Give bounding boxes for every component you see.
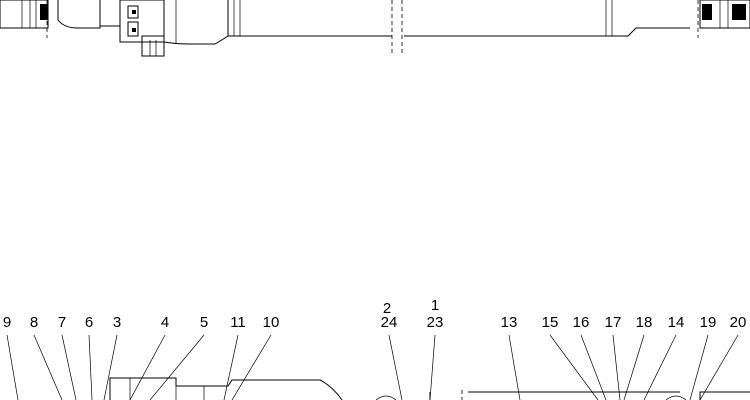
cylinder-barrel (228, 0, 613, 56)
callout-14: 14 (668, 314, 685, 331)
callout-19: 19 (700, 314, 717, 331)
callout-24: 24 (381, 314, 398, 331)
callout-20: 20 (730, 314, 747, 331)
callout-8: 8 (30, 314, 38, 331)
leader-19 (689, 334, 709, 400)
leader-16 (580, 334, 607, 400)
leader-18 (623, 334, 645, 400)
leader-3 (103, 334, 118, 400)
callout-3: 3 (113, 314, 121, 331)
callout-7: 7 (58, 314, 66, 331)
leader-14 (643, 334, 677, 400)
rod-eye (57, 0, 101, 29)
leader-13 (508, 334, 521, 400)
leader-11 (223, 334, 239, 400)
callout-13: 13 (501, 314, 518, 331)
callout-16: 16 (573, 314, 590, 331)
callout-5: 5 (200, 314, 208, 331)
cylinder-assembly-top (0, 0, 750, 57)
callout-17: 17 (605, 314, 622, 331)
leader-10 (231, 334, 272, 400)
callout-10: 10 (263, 314, 280, 331)
leader-8 (33, 334, 63, 400)
callout-1: 1 (431, 297, 439, 314)
cylinder-flange (119, 0, 165, 57)
leader-4 (129, 334, 166, 400)
bottom-body-outline (109, 377, 343, 400)
leader-24 (388, 334, 403, 400)
cylinder-head-left (0, 0, 49, 38)
callout-23: 23 (427, 314, 444, 331)
leader-23 (429, 334, 436, 400)
callout-11: 11 (230, 314, 246, 331)
callout-15: 15 (542, 314, 559, 331)
cylinder-transition (163, 0, 229, 45)
callout-2: 2 (383, 300, 391, 317)
leader-7 (61, 334, 77, 400)
callout-9: 9 (3, 314, 11, 331)
leader-5 (149, 334, 205, 400)
leader-17 (612, 334, 621, 400)
cylinder-cap-right (612, 0, 750, 38)
callout-18: 18 (636, 314, 653, 331)
callout-6: 6 (85, 314, 93, 331)
callout-4: 4 (161, 314, 169, 331)
leader-20 (699, 334, 739, 400)
callout-leaders (6, 334, 739, 400)
leader-6 (88, 334, 93, 400)
cylinder-assembly-bottom (109, 377, 750, 400)
leader-15 (549, 334, 599, 400)
leader-9 (6, 334, 19, 400)
